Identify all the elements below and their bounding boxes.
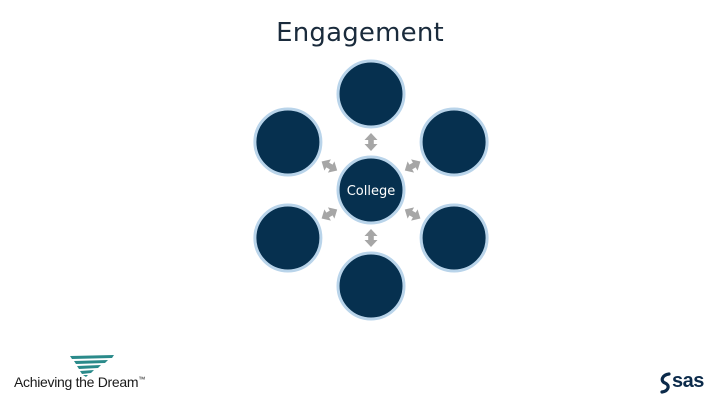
logo-left-text: Achieving the Dream (14, 374, 139, 390)
double-arrow-3 (404, 207, 421, 221)
satellite-node-2 (419, 107, 489, 177)
center-node (336, 155, 406, 225)
slide-title: Engagement (276, 18, 444, 48)
sas-logo-text: sas (672, 370, 704, 392)
sas-swirl-icon (660, 372, 671, 394)
satellite-node-4 (336, 251, 406, 321)
double-arrow-6 (321, 159, 338, 173)
satellite-node-6 (253, 107, 323, 177)
logo-left-tm: ™ (138, 376, 145, 384)
achieving-the-dream-logo: Achieving the Dream™ (14, 354, 154, 394)
double-arrow-5 (321, 207, 338, 221)
double-arrow-2 (404, 159, 421, 173)
satellite-node-3 (419, 203, 489, 273)
logo-swoosh-icon (70, 355, 114, 377)
center-node-label: College (347, 184, 396, 199)
sas-logo: sas (658, 370, 714, 396)
satellite-node-1 (336, 59, 406, 129)
double-arrow-4 (364, 229, 378, 247)
double-arrow-1 (364, 133, 378, 151)
satellite-node-5 (253, 203, 323, 273)
